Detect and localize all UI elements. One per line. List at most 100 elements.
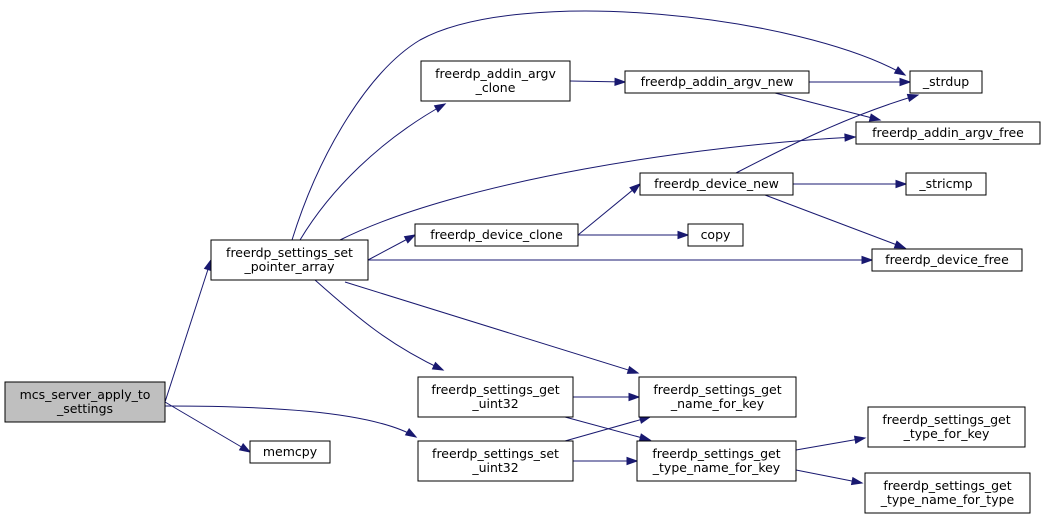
node-label: _type_name_for_type <box>880 492 1015 507</box>
arrowhead <box>404 428 418 438</box>
node-box <box>864 472 1031 514</box>
node-label: freerdp_settings_set <box>226 245 353 260</box>
node-label: _type_for_key <box>903 426 990 441</box>
node-label: _pointer_array <box>244 259 336 274</box>
node-label: freerdp_device_clone <box>430 227 563 242</box>
edge-dev_new-to-dev_free <box>764 194 907 249</box>
arrowhead <box>626 456 639 466</box>
node-label: freerdp_addin_argv <box>435 66 556 81</box>
node-set-ptr[interactable]: freerdp_settings_set_pointer_array <box>210 239 369 281</box>
node-box <box>638 376 797 418</box>
edge-mcs-to-set_ptr <box>164 258 212 403</box>
node-type-name-key[interactable]: freerdp_settings_get_type_name_for_key <box>636 440 797 482</box>
edge-dev_new-to-strdup <box>735 93 920 174</box>
arrowhead <box>203 258 212 272</box>
node-get-u32[interactable]: freerdp_settings_get_uint32 <box>417 376 574 418</box>
edge-line <box>764 194 906 249</box>
node-box <box>624 70 810 94</box>
arrowhead <box>895 179 908 189</box>
edge-addin_clone-to-addin_new <box>569 77 627 87</box>
node-set-u32[interactable]: freerdp_settings_set_uint32 <box>417 440 574 482</box>
node-label: freerdp_addin_argv_free <box>872 125 1024 140</box>
arrowhead <box>433 103 447 113</box>
arrowhead <box>638 433 652 442</box>
node-label: _name_for_key <box>670 396 765 411</box>
edge-line <box>795 437 866 451</box>
edge-line <box>735 94 919 174</box>
node-name-key[interactable]: freerdp_settings_get_name_for_key <box>638 376 797 418</box>
node-addin-clone[interactable]: freerdp_addin_argv_clone <box>420 60 571 102</box>
edge-line <box>291 10 906 241</box>
node-box <box>905 172 987 196</box>
edge-addin_new-to-addin_free <box>774 92 882 122</box>
arrowhead <box>431 361 445 371</box>
edge-addin_new-to-strdup <box>809 77 912 87</box>
node-label: freerdp_settings_get <box>883 478 1011 493</box>
node-type-key[interactable]: freerdp_settings_get_type_for_key <box>867 406 1026 448</box>
edge-set_ptr-to-get_u32 <box>314 279 445 371</box>
node-box <box>636 440 797 482</box>
edge-line <box>577 183 641 236</box>
node-stricmp[interactable]: _stricmp <box>905 172 987 196</box>
edge-line <box>795 469 863 484</box>
node-dev-clone[interactable]: freerdp_device_clone <box>414 223 579 247</box>
arrowhead <box>403 234 417 244</box>
node-dev-new[interactable]: freerdp_device_new <box>639 172 794 196</box>
arrowhead <box>906 93 920 102</box>
node-label: freerdp_settings_set <box>432 446 559 461</box>
node-box <box>909 70 983 94</box>
node-label: freerdp_device_free <box>885 252 1009 267</box>
node-addin-free[interactable]: freerdp_addin_argv_free <box>855 121 1041 145</box>
node-label: freerdp_device_new <box>654 176 779 191</box>
edge-get_u32-to-name_key <box>573 392 641 402</box>
node-label: _strdup <box>922 74 969 89</box>
edge-type_name_key-to-type_name_type <box>795 469 864 486</box>
edges-layer <box>164 10 920 486</box>
node-label: freerdp_settings_get <box>653 382 781 397</box>
node-dev-free[interactable]: freerdp_device_free <box>871 248 1023 272</box>
edge-line <box>164 259 212 403</box>
node-label: copy <box>701 227 731 242</box>
node-label: freerdp_settings_get <box>431 382 559 397</box>
edge-set_ptr-to-name_key <box>344 281 640 374</box>
node-box <box>687 223 744 247</box>
node-label: memcpy <box>263 444 318 459</box>
arrowhead <box>853 435 867 444</box>
edge-mcs-to-set_u32 <box>164 405 418 438</box>
edge-set_u32-to-type_name_key <box>573 456 639 466</box>
arrowhead <box>677 230 690 240</box>
edge-line <box>564 416 651 442</box>
edge-line <box>774 92 881 121</box>
node-box <box>639 172 794 196</box>
arrowhead <box>899 77 912 87</box>
node-label: freerdp_settings_get <box>652 446 780 461</box>
node-copy[interactable]: copy <box>687 223 744 247</box>
node-box <box>417 376 574 418</box>
node-label: _uint32 <box>471 460 518 475</box>
node-box <box>867 406 1026 448</box>
node-label: _clone <box>475 80 516 95</box>
arrowhead <box>628 392 641 402</box>
arrowhead <box>614 77 627 87</box>
node-addin-new[interactable]: freerdp_addin_argv_new <box>624 70 810 94</box>
edge-set_ptr-to-addin_clone <box>299 103 447 241</box>
edge-dev_clone-to-copy <box>578 230 690 240</box>
edge-mcs-to-memcpy <box>164 401 252 453</box>
node-mcs[interactable]: mcs_server_apply_to_settings <box>4 381 166 423</box>
edge-set_ptr-to-dev_free <box>368 255 874 265</box>
edge-line <box>164 405 417 438</box>
node-label: mcs_server_apply_to <box>20 387 151 402</box>
arrowhead <box>893 66 907 76</box>
edge-line <box>299 103 446 241</box>
arrowhead <box>238 443 252 453</box>
arrowhead <box>850 476 864 486</box>
node-memcpy[interactable]: memcpy <box>249 440 331 464</box>
edge-dev_new-to-stricmp <box>793 179 908 189</box>
node-strdup[interactable]: _strdup <box>909 70 983 94</box>
edge-line <box>314 279 444 371</box>
node-type-name-type[interactable]: freerdp_settings_get_type_name_for_type <box>864 472 1031 514</box>
arrowhead <box>629 183 642 194</box>
arrowhead <box>893 240 907 249</box>
node-label: _stricmp <box>918 176 972 191</box>
